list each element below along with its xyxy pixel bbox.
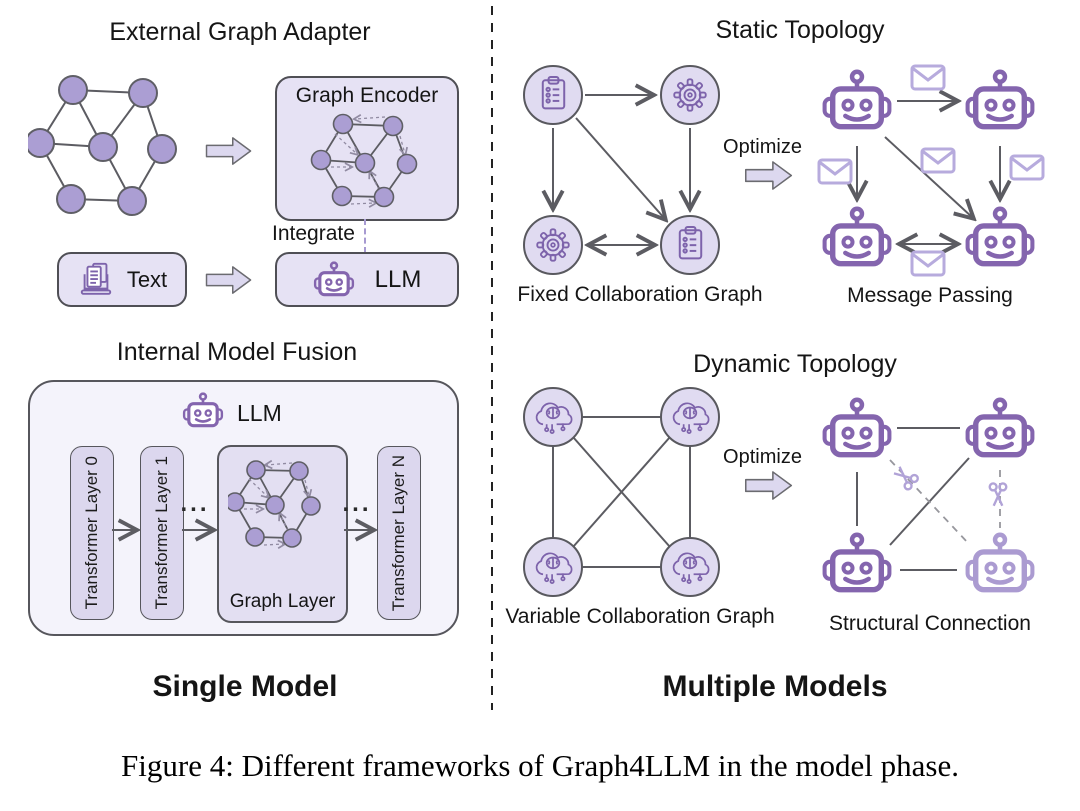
envelope-icon [817,158,853,185]
transformer-layer-0-pill: Transformer Layer 0 [70,446,114,620]
envelope-icon [910,250,946,277]
optimize-label: Optimize [723,446,802,468]
dashed-separator [491,6,493,710]
documents-on-laptop-icon [77,261,115,299]
scissors-icon [988,482,1008,507]
panel-title-external-graph-adapter: External Graph Adapter [109,18,371,46]
mini-graph-message-arrows [331,117,405,204]
fixed-collaboration-graph [523,65,720,275]
robot-icon [825,209,890,264]
text-input-box: Text [57,252,187,307]
right-block-arrow-icon [205,265,253,295]
robot-icon [313,261,355,299]
envelope-icon [1009,154,1045,181]
transformer-layer-0-label: Transformer Layer 0 [82,456,101,610]
fixed-collaboration-graph-label: Fixed Collaboration Graph [517,283,763,306]
ellipsis: ... [180,490,210,517]
transformer-layer-1-pill: Transformer Layer 1 [140,446,184,620]
internal-llm-label: LLM [237,400,282,426]
mini-graph-nodes [310,113,418,208]
cut-edges [889,459,1001,545]
transformer-layer-1-label: Transformer Layer 1 [152,456,171,610]
integrate-dashed-connector [364,219,366,253]
message-arrows [857,101,1000,244]
robot-icon [182,392,224,430]
transformer-layer-n-pill: Transformer Layer N [377,446,421,620]
robot-icon [825,400,890,455]
graph-encoder-mini-graph [310,113,418,210]
integrate-label: Integrate [272,222,355,245]
right-block-arrow-icon [744,470,794,501]
single-model-section-label: Single Model [152,670,338,703]
graph-layer-mini-graph [228,454,321,556]
robot-icon [825,72,890,127]
robot-icon [825,535,890,590]
multiple-models-section-label: Multiple Models [662,670,888,703]
structural-connection-label: Structural Connection [829,612,1031,635]
message-passing-label: Message Passing [847,284,1013,307]
llm-box-label: LLM [374,265,422,293]
llm-box: LLM [275,252,459,307]
variable-collaboration-graph-label: Variable Collaboration Graph [505,605,775,628]
ellipsis: ... [342,490,372,517]
input-graph [28,75,177,216]
message-passing-graph [817,64,1045,277]
panel-title-internal-model-fusion: Internal Model Fusion [116,338,358,366]
right-block-arrow-icon [205,136,253,166]
transformer-layer-n-label: Transformer Layer N [389,454,408,612]
figure-caption: Figure 4: Different frameworks of Graph4… [121,748,959,783]
text-box-label: Text [126,266,168,292]
robot-icon [968,209,1033,264]
mini-graph-message-arrows [244,463,309,545]
robot-icon [968,72,1033,127]
panel-title-dynamic-topology: Dynamic Topology [693,350,897,378]
collab-arrows [553,95,690,245]
envelope-icon [920,147,956,174]
right-block-arrow-icon [744,160,794,191]
collab-edges [552,416,691,568]
optimize-label: Optimize [723,136,802,158]
structural-connection-graph [797,390,1063,638]
robot-icon [968,400,1033,455]
envelope-icon [910,64,946,91]
robot-icon-faded [968,535,1033,590]
scissors-icon [890,462,921,492]
graph-layer-box: Graph Layer [217,445,348,623]
panel-title-static-topology: Static Topology [715,16,885,44]
variable-collaboration-graph [523,387,720,597]
graph-encoder-label: Graph Encoder [295,84,439,107]
internal-fusion-container: LLM Transformer Layer 0 Transformer Laye… [28,380,459,636]
mini-graph-nodes [228,460,321,548]
graph-nodes [28,75,177,216]
graph-layer-label: Graph Layer [229,591,336,612]
